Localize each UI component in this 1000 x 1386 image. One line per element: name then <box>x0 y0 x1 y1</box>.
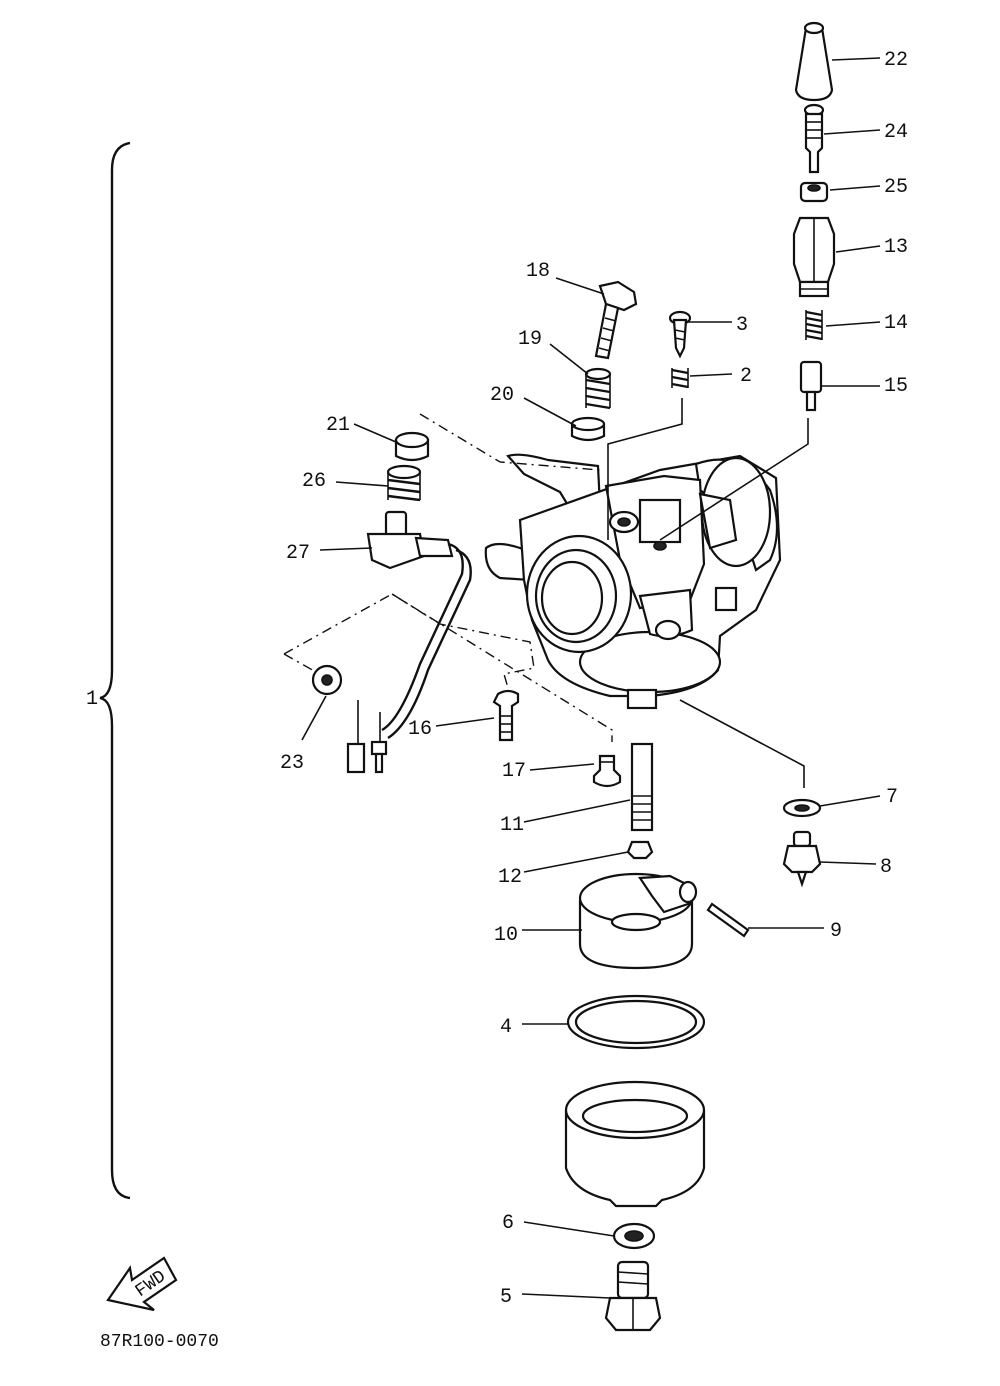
part-number-labels: 22 24 25 13 14 15 18 19 20 3 2 21 26 27 … <box>86 49 908 1309</box>
label-5: 5 <box>500 1286 512 1309</box>
label-24: 24 <box>884 121 908 144</box>
label-25: 25 <box>884 176 908 199</box>
label-6: 6 <box>502 1212 514 1235</box>
label-8: 8 <box>880 856 892 879</box>
carburetor-body <box>484 453 782 710</box>
label-7: 7 <box>886 786 898 809</box>
part-15-plunger <box>799 360 823 412</box>
label-18: 18 <box>526 260 550 283</box>
label-2: 2 <box>740 365 752 388</box>
connector-lines <box>283 398 809 788</box>
label-27: 27 <box>286 542 310 565</box>
float-bowl <box>564 1080 706 1208</box>
label-9: 9 <box>830 920 842 943</box>
part-18-throttle-screw <box>594 280 638 360</box>
fwd-arrow-icon: FWD <box>106 1256 178 1312</box>
part-7-washer <box>782 798 822 818</box>
label-21: 21 <box>326 414 350 437</box>
label-1: 1 <box>86 688 98 711</box>
part-4-gasket <box>566 994 706 1050</box>
part-8-needle-valve <box>782 830 822 888</box>
part-25-nut <box>799 181 829 203</box>
assembly-bracket <box>99 141 131 1200</box>
part-17-screw <box>592 754 622 788</box>
label-12: 12 <box>498 866 522 889</box>
drawing-code: 87R100-0070 <box>100 1332 219 1352</box>
part-23-washer <box>311 664 343 696</box>
label-16: 16 <box>408 718 432 741</box>
part-13-starter-body <box>792 216 836 298</box>
part-14-spring <box>805 310 823 341</box>
label-26: 26 <box>302 470 326 493</box>
label-14: 14 <box>884 312 908 335</box>
part-9-pin <box>706 902 750 938</box>
label-17: 17 <box>502 760 526 783</box>
label-23: 23 <box>280 752 304 775</box>
label-4: 4 <box>500 1016 512 1039</box>
leader-lines <box>301 57 881 1299</box>
part-6-washer <box>612 1222 656 1250</box>
part-26-spring <box>386 464 422 502</box>
label-10: 10 <box>494 924 518 947</box>
part-24-plunger <box>803 103 825 174</box>
part-21-cap <box>394 431 430 462</box>
label-13: 13 <box>884 236 908 259</box>
part-22-cap <box>794 21 834 102</box>
label-20: 20 <box>490 384 514 407</box>
label-3: 3 <box>736 314 748 337</box>
part-3-screw <box>668 310 692 359</box>
part-19-spring <box>584 367 612 410</box>
part-27-sensor <box>346 510 472 774</box>
part-5-drain-bolt <box>604 1260 662 1332</box>
label-22: 22 <box>884 49 908 72</box>
label-11: 11 <box>500 814 524 837</box>
part-12-main-jet <box>626 840 654 860</box>
part-2-spring <box>671 368 689 389</box>
part-11-emulsion-tube <box>630 742 654 832</box>
part-16-jet <box>492 689 520 742</box>
part-20-washer <box>570 416 606 442</box>
label-19: 19 <box>518 328 542 351</box>
part-10-float <box>578 872 698 970</box>
label-15: 15 <box>884 375 908 398</box>
